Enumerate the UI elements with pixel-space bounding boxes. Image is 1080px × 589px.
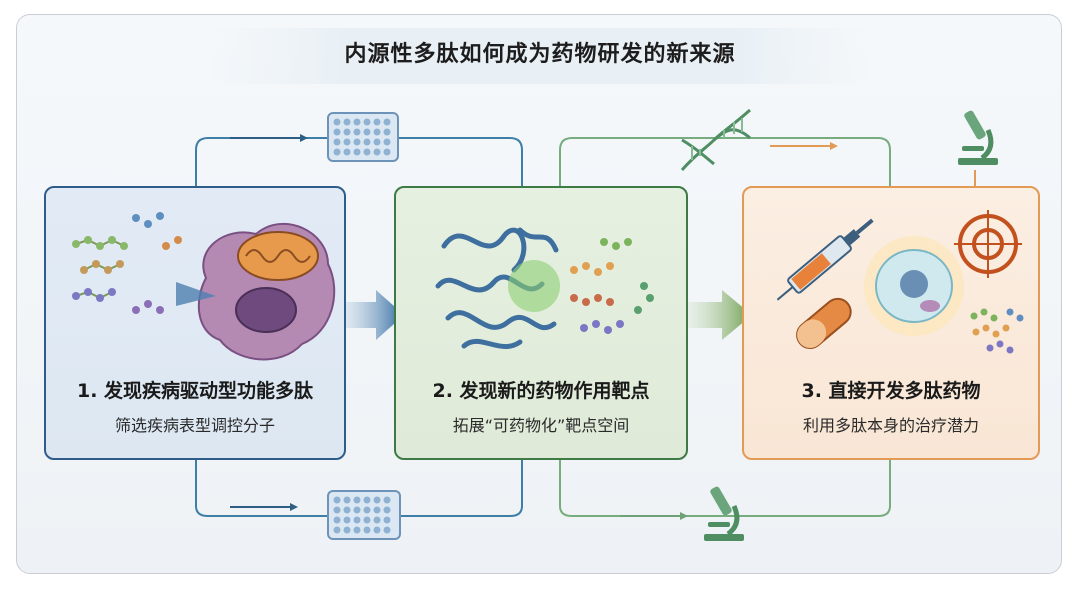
pill-icon (796, 297, 852, 349)
stage-subtitle: 筛选疾病表型调控分子 (114, 416, 275, 435)
microscope-icon (704, 486, 744, 541)
stage-subtitle: 利用多肽本身的治疗潜力 (802, 416, 979, 435)
stage-card-2: 2. 发现新的药物作用靶点 拓展“可药物化”靶点空间 (394, 186, 688, 460)
microscope-icon (958, 110, 998, 165)
therapy-illustration (776, 210, 1024, 354)
well-plate-icon (327, 490, 401, 540)
green-bottom-connector (559, 460, 891, 517)
target-icon (954, 210, 1022, 278)
blue-top-arrowhead (300, 134, 308, 142)
dna-icon (680, 108, 751, 171)
stage-title: 1. 发现疾病驱动型功能多肽 (76, 380, 314, 402)
stage-card-3: 3. 直接开发多肽药物 利用多肽本身的治疗潜力 (742, 186, 1040, 460)
blue-bottom-arrowhead (290, 503, 298, 511)
stage-title: 2. 发现新的药物作用靶点 (432, 380, 650, 402)
syringe-icon (776, 218, 874, 301)
flow-arrow-1 (340, 290, 404, 340)
stage-subtitle: 拓展“可药物化”靶点空间 (452, 416, 630, 435)
stage-card-1: 1. 发现疾病驱动型功能多肽 筛选疾病表型调控分子 (44, 186, 346, 460)
green-bottom-arrowhead (680, 512, 688, 520)
cell-illustration (72, 212, 336, 361)
diagram-title: 内源性多肽如何成为药物研发的新来源 (344, 42, 736, 67)
well-plate-icon (327, 112, 399, 162)
orange-top-arrowhead (830, 142, 838, 150)
protein-illustration (435, 227, 654, 350)
title-band (210, 28, 870, 84)
flow-arrow-2 (684, 290, 752, 340)
stage-title: 3. 直接开发多肽药物 (801, 380, 981, 402)
